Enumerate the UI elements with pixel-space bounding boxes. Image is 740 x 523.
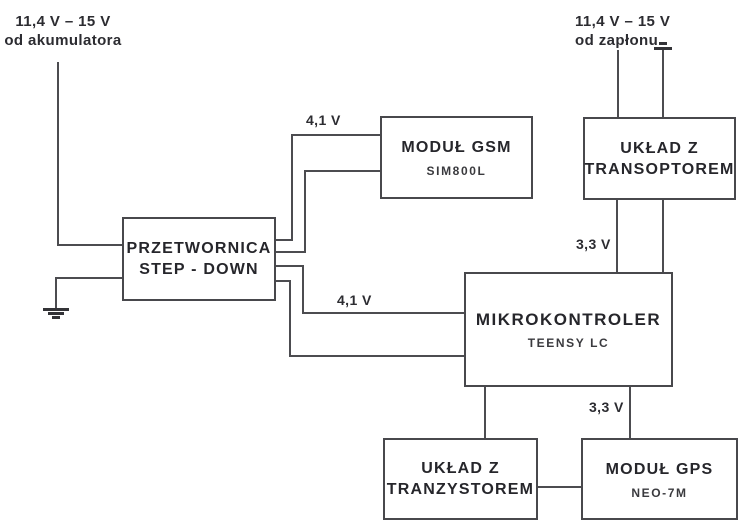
block-stepdown-converter: PRZETWORNICA STEP - DOWN — [122, 217, 276, 301]
gsm-subtitle: SIM800L — [426, 164, 487, 178]
wire-stepdown-mcu-c2 — [302, 265, 304, 314]
block-gsm-module: MODUŁ GSM SIM800L — [380, 116, 533, 199]
wire-stepdown-mcu-d1 — [275, 280, 291, 282]
ignition-supply-source: od zapłonu — [575, 32, 659, 49]
wire-ignition-vertical — [617, 50, 619, 118]
optocoupler-mcu-voltage-label: 3,3 V — [576, 236, 611, 252]
ignition-supply-label: 11,4 V – 15 V od zapłonu — [575, 12, 670, 50]
wire-stepdown-mcu-d2 — [289, 280, 291, 357]
battery-supply-source: od akumulatora — [4, 32, 122, 49]
wire-stepdown-gsm-b3 — [304, 170, 380, 172]
wire-stepdown-ground-vertical — [55, 277, 57, 308]
wire-stepdown-ground-horizontal — [55, 277, 122, 279]
wire-stepdown-mcu-d3 — [289, 355, 464, 357]
block-optocoupler-circuit: UKŁAD Z TRANSOPTOREM — [583, 117, 736, 200]
ignition-supply-voltage: 11,4 V – 15 V — [575, 13, 671, 30]
wire-stepdown-mcu-c3 — [302, 312, 464, 314]
transistor-title-line1: UKŁAD Z — [421, 460, 500, 477]
battery-supply-label: 11,4 V – 15 V od akumulatora — [2, 12, 124, 50]
gsm-supply-voltage-label: 4,1 V — [306, 112, 341, 128]
mcu-title: MIKROKONTROLER — [475, 310, 662, 329]
battery-supply-voltage: 11,4 V – 15 V — [15, 13, 111, 30]
wire-battery-horizontal — [57, 244, 122, 246]
wire-battery-vertical — [57, 62, 59, 246]
block-transistor-circuit: UKŁAD Z TRANZYSTOREM — [383, 438, 538, 520]
wire-optocoupler-mcu-1 — [616, 199, 618, 273]
wire-stepdown-gsm-b1 — [275, 251, 306, 253]
block-gps-module: MODUŁ GPS NEO-7M — [581, 438, 738, 520]
wire-ignition-ground-vertical — [662, 49, 664, 118]
optocoupler-title-line1: UKŁAD Z — [620, 139, 699, 157]
stepdown-title-line2: STEP - DOWN — [139, 261, 259, 278]
wire-optocoupler-mcu-2 — [662, 199, 664, 273]
wire-stepdown-gsm-b2 — [304, 170, 306, 253]
mcu-subtitle: TEENSY LC — [527, 336, 610, 350]
wire-mcu-transistor — [484, 386, 486, 439]
wire-stepdown-gsm-a1 — [275, 239, 293, 241]
wire-mcu-gps — [629, 386, 631, 439]
gsm-title: MODUŁ GSM — [401, 139, 512, 156]
gps-subtitle: NEO-7M — [631, 485, 688, 500]
mcu-supply-voltage-label: 4,1 V — [337, 292, 372, 308]
transistor-title-line2: TRANZYSTOREM — [386, 481, 535, 498]
stepdown-title-line1: PRZETWORNICA — [126, 240, 272, 257]
gps-title: MODUŁ GPS — [605, 460, 714, 478]
gps-supply-voltage-label: 3,3 V — [589, 399, 624, 415]
wire-transistor-gps — [537, 486, 582, 488]
wire-stepdown-gsm-a2 — [291, 134, 293, 241]
block-microcontroller: MIKROKONTROLER TEENSY LC — [464, 272, 673, 387]
wire-stepdown-gsm-a3 — [291, 134, 380, 136]
optocoupler-title-line2: TRANSOPTOREM — [584, 160, 735, 178]
wire-stepdown-mcu-c1 — [275, 265, 304, 267]
